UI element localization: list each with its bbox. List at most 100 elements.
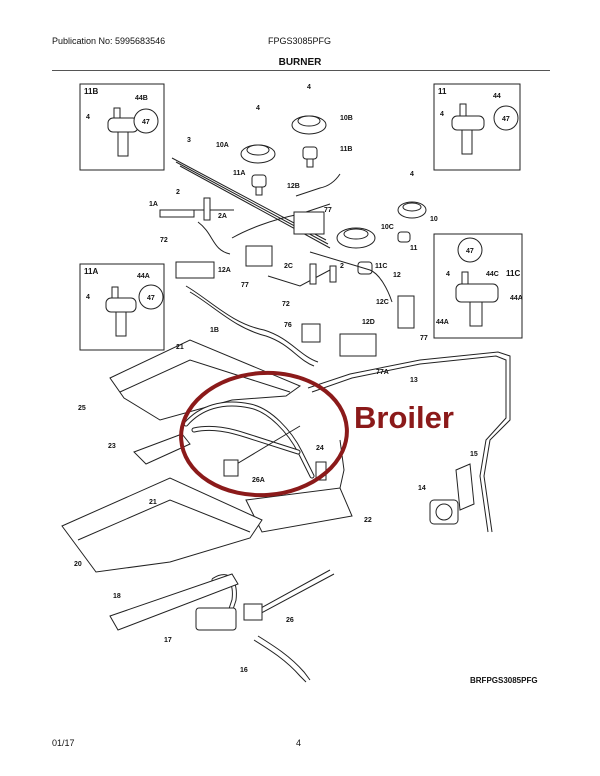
callout: 72 <box>282 301 290 308</box>
callout: 2C <box>284 263 293 270</box>
callout: 20 <box>74 561 82 568</box>
bracket <box>397 295 415 329</box>
callout: 4 <box>446 271 450 278</box>
callout: 12B <box>287 183 300 190</box>
callout: 16 <box>240 667 248 674</box>
callout: 1B <box>210 327 219 334</box>
callout: 77A <box>376 369 389 376</box>
callout: 44B <box>135 95 148 102</box>
bake-ignitor <box>243 603 263 621</box>
bracket <box>133 433 191 465</box>
ignitor <box>329 265 337 283</box>
valve-part-icon <box>105 284 164 337</box>
callout: 2 <box>340 263 344 270</box>
callout: 10 <box>430 216 438 223</box>
valve-part-icon <box>451 103 519 155</box>
broiler-highlight-circle <box>179 370 349 498</box>
burner-head-10 <box>397 201 427 219</box>
callout: 11 <box>410 245 418 252</box>
bracket <box>109 573 239 631</box>
callouts: 3 4 10A 11A 4 10B 11B 12B 2 1A 2A 72 77 … <box>74 84 478 674</box>
valve-part-icon <box>455 237 499 327</box>
callout: 26 <box>286 617 294 624</box>
callout: 10A <box>216 142 229 149</box>
callout: 15 <box>470 451 478 458</box>
callout: 21 <box>176 344 184 351</box>
callout: 22 <box>364 517 372 524</box>
callout: 47 <box>502 116 510 123</box>
inset-11C: 11C 47 4 44C 44A 44A <box>433 233 523 339</box>
publication-number: Publication No: 5995683546 <box>52 36 166 46</box>
callout: 18 <box>113 593 121 600</box>
burner-base-11B <box>302 146 318 168</box>
broiler-annotation: Broiler <box>354 400 454 435</box>
callout: 12A <box>218 267 231 274</box>
callout: 44A <box>510 295 523 302</box>
ignitor <box>309 263 317 285</box>
model-number: FPGS3085PFG <box>268 36 332 46</box>
callout: 44 <box>493 93 501 100</box>
bracket <box>455 463 475 511</box>
lower-heat-shield <box>61 477 263 573</box>
callout: 44A <box>436 319 449 326</box>
callout: 14 <box>418 485 426 492</box>
callout: 72 <box>160 237 168 244</box>
callout: 17 <box>164 637 172 644</box>
callout: 26A <box>252 477 265 484</box>
callout: 24 <box>316 445 324 452</box>
pressure-regulator-icon <box>429 499 459 525</box>
callout: 11C <box>375 263 387 270</box>
callout: 4 <box>410 171 414 178</box>
inset-title: 11C <box>506 269 520 278</box>
bracket <box>245 245 273 267</box>
footer-date: 01/17 <box>52 738 75 748</box>
header-rule <box>52 70 550 71</box>
callout: 25 <box>78 405 86 412</box>
burner-head-10B <box>291 115 327 135</box>
callout: 11B <box>340 146 352 153</box>
callout: 10B <box>340 115 353 122</box>
page-title: BURNER <box>278 57 322 68</box>
inset-11A: 11A 44A 4 47 <box>79 263 165 351</box>
valve-part-icon <box>107 107 159 157</box>
callout: 77 <box>324 207 332 214</box>
callout: 12D <box>362 319 375 326</box>
drawing-code: BRFPGS3085PFG <box>470 676 538 685</box>
broiler-ignitor-bracket <box>223 459 239 477</box>
callout: 2A <box>218 213 227 220</box>
bracket <box>293 211 325 235</box>
callout: 44A <box>137 273 150 280</box>
callout: 10C <box>381 224 394 231</box>
burner-head-10A <box>240 144 276 164</box>
bracket <box>301 323 321 343</box>
callout: 2 <box>176 189 180 196</box>
burner-head-10C <box>336 227 376 249</box>
callout: 47 <box>142 119 150 126</box>
bracket <box>159 209 195 218</box>
burner-base-11A <box>251 174 267 196</box>
callout: 77 <box>420 335 428 342</box>
callout: 11A <box>233 170 245 177</box>
callout: 12 <box>393 272 401 279</box>
burner-base-11 <box>397 231 411 243</box>
inset-title: 11B <box>84 87 98 96</box>
inset-11: 11 44 4 47 <box>433 83 521 171</box>
callout: 21 <box>149 499 157 506</box>
bracket <box>175 261 215 279</box>
callout: 4 <box>440 111 444 118</box>
inset-11B: 11B 44B 4 47 <box>79 83 165 171</box>
callout: 1A <box>149 201 158 208</box>
callout: 47 <box>147 295 155 302</box>
callout: 44C <box>486 271 499 278</box>
callout: 4 <box>256 105 260 112</box>
inset-title: 11 <box>438 87 447 96</box>
callout: 3 <box>187 137 191 144</box>
callout: 4 <box>86 114 90 121</box>
bracket <box>339 333 377 357</box>
callout: 4 <box>86 294 90 301</box>
callout: 4 <box>307 84 311 91</box>
callout: 13 <box>410 377 418 384</box>
callout: 76 <box>284 322 292 329</box>
inset-title: 11A <box>84 267 98 276</box>
